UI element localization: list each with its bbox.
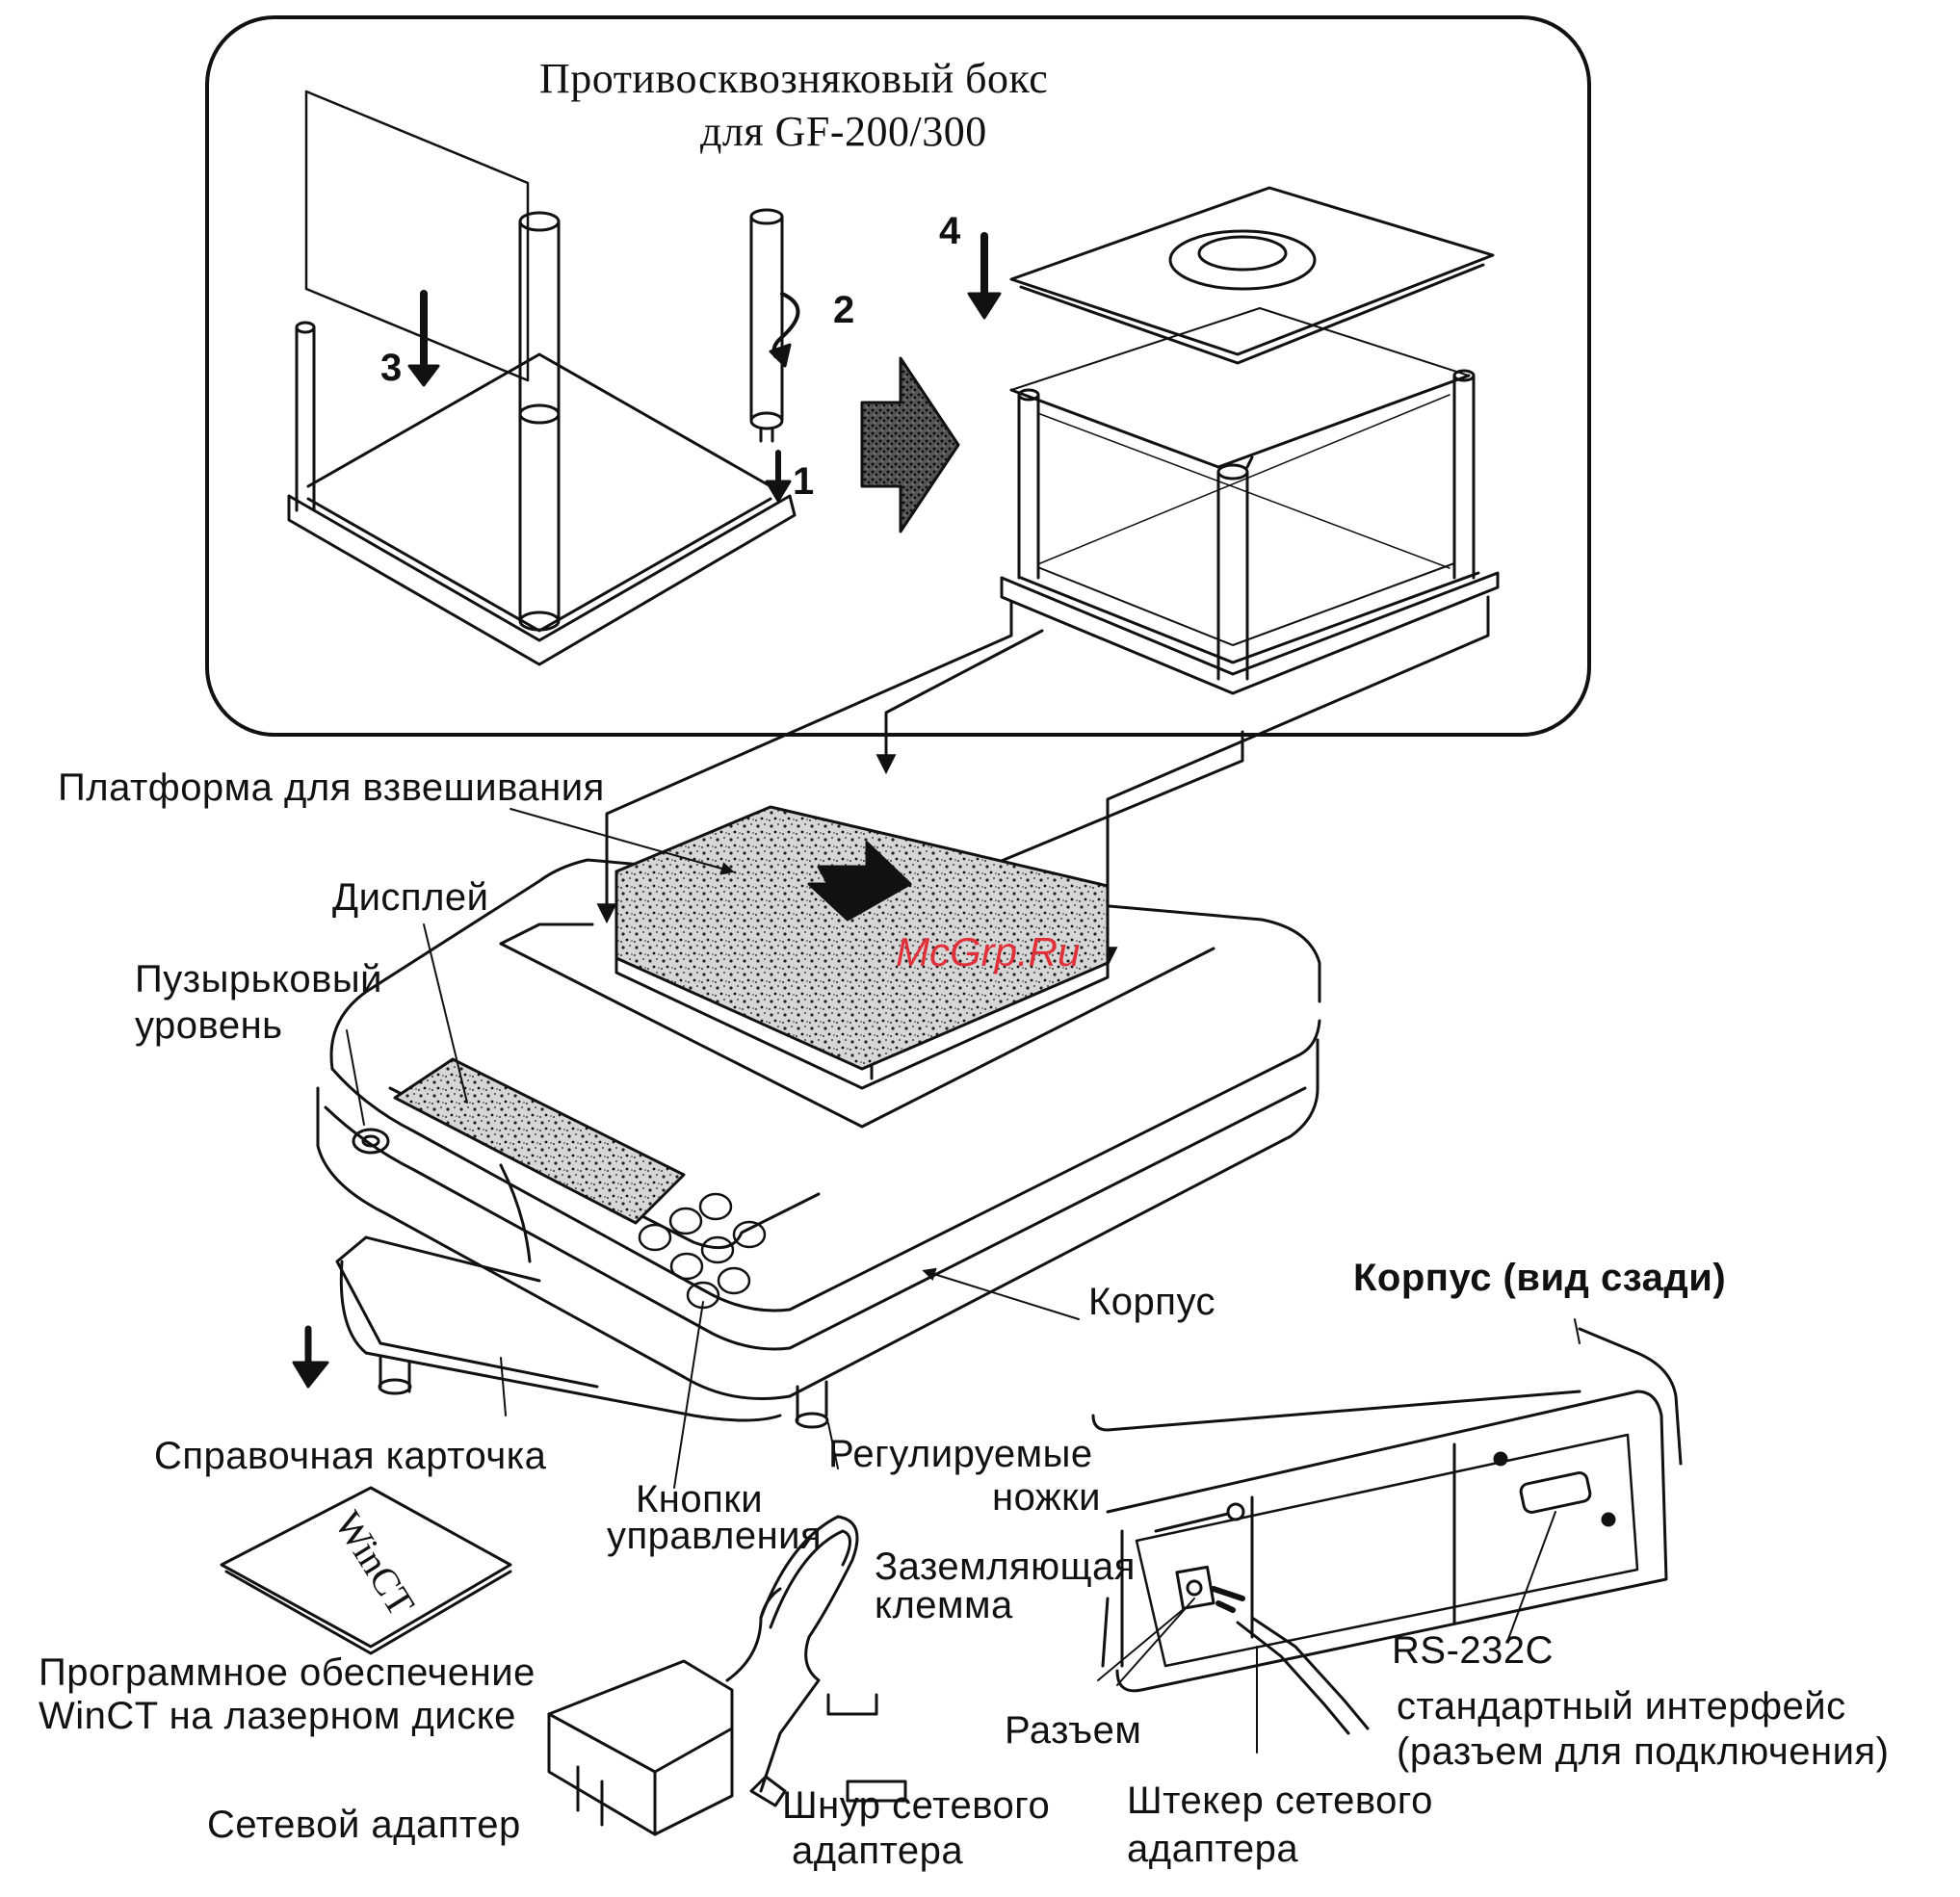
label-buttons-1: Кнопки <box>636 1478 764 1520</box>
draft-box-frame <box>205 15 1591 737</box>
label-cord-1: Шнур сетевого <box>782 1784 1051 1827</box>
draft-shield-parts <box>287 90 800 666</box>
label-body: Корпус <box>1088 1281 1216 1323</box>
draft-box-title: Противосквозняковый бокс <box>539 55 1049 102</box>
draft-shield-assembled <box>1000 186 1500 695</box>
label-reference-card: Справочная карточка <box>154 1435 547 1477</box>
label-level-2: уровень <box>135 1004 283 1047</box>
label-plug-2: адаптера <box>1127 1828 1299 1870</box>
label-platform: Платформа для взвешивания <box>58 767 605 809</box>
label-rs232-3: (разъем для подключения) <box>1397 1730 1890 1773</box>
label-software-1: Программное обеспечение <box>39 1651 536 1694</box>
label-cord-2: адаптера <box>792 1830 964 1872</box>
rear-view <box>1091 1327 1683 1754</box>
draft-box-subtitle: для GF-200/300 <box>700 108 987 155</box>
step-3: 3 <box>380 347 403 389</box>
step-2: 2 <box>833 289 855 331</box>
label-rs232-1: RS-232C <box>1392 1629 1555 1672</box>
step-4: 4 <box>939 210 961 252</box>
label-ground-2: клемма <box>875 1584 1013 1626</box>
platform-arrow <box>807 841 912 922</box>
label-plug-1: Штекер сетевого <box>1127 1780 1433 1822</box>
label-display: Дисплей <box>332 876 489 919</box>
label-body-rear: Корпус (вид сзади) <box>1353 1257 1727 1299</box>
wincd-card <box>220 1486 512 1655</box>
watermark: McGrp.Ru <box>896 929 1081 974</box>
label-connector: Разъем <box>1005 1709 1142 1752</box>
power-adapter <box>547 1515 907 1836</box>
label-buttons-2: управления <box>607 1515 823 1557</box>
label-adapter: Сетевой адаптер <box>207 1804 521 1846</box>
label-level-1: Пузырьковый <box>135 958 382 1000</box>
label-rs232-2: стандартный интерфейс <box>1397 1685 1846 1728</box>
label-ground-1: Заземляющая <box>875 1546 1136 1588</box>
label-software-2: WinCT на лазерном диске <box>39 1695 516 1737</box>
assembly-arrow <box>860 356 960 533</box>
label-feet-1: Регулируемые <box>828 1433 1093 1475</box>
step-1: 1 <box>793 460 815 503</box>
label-feet-2: ножки <box>992 1476 1101 1519</box>
